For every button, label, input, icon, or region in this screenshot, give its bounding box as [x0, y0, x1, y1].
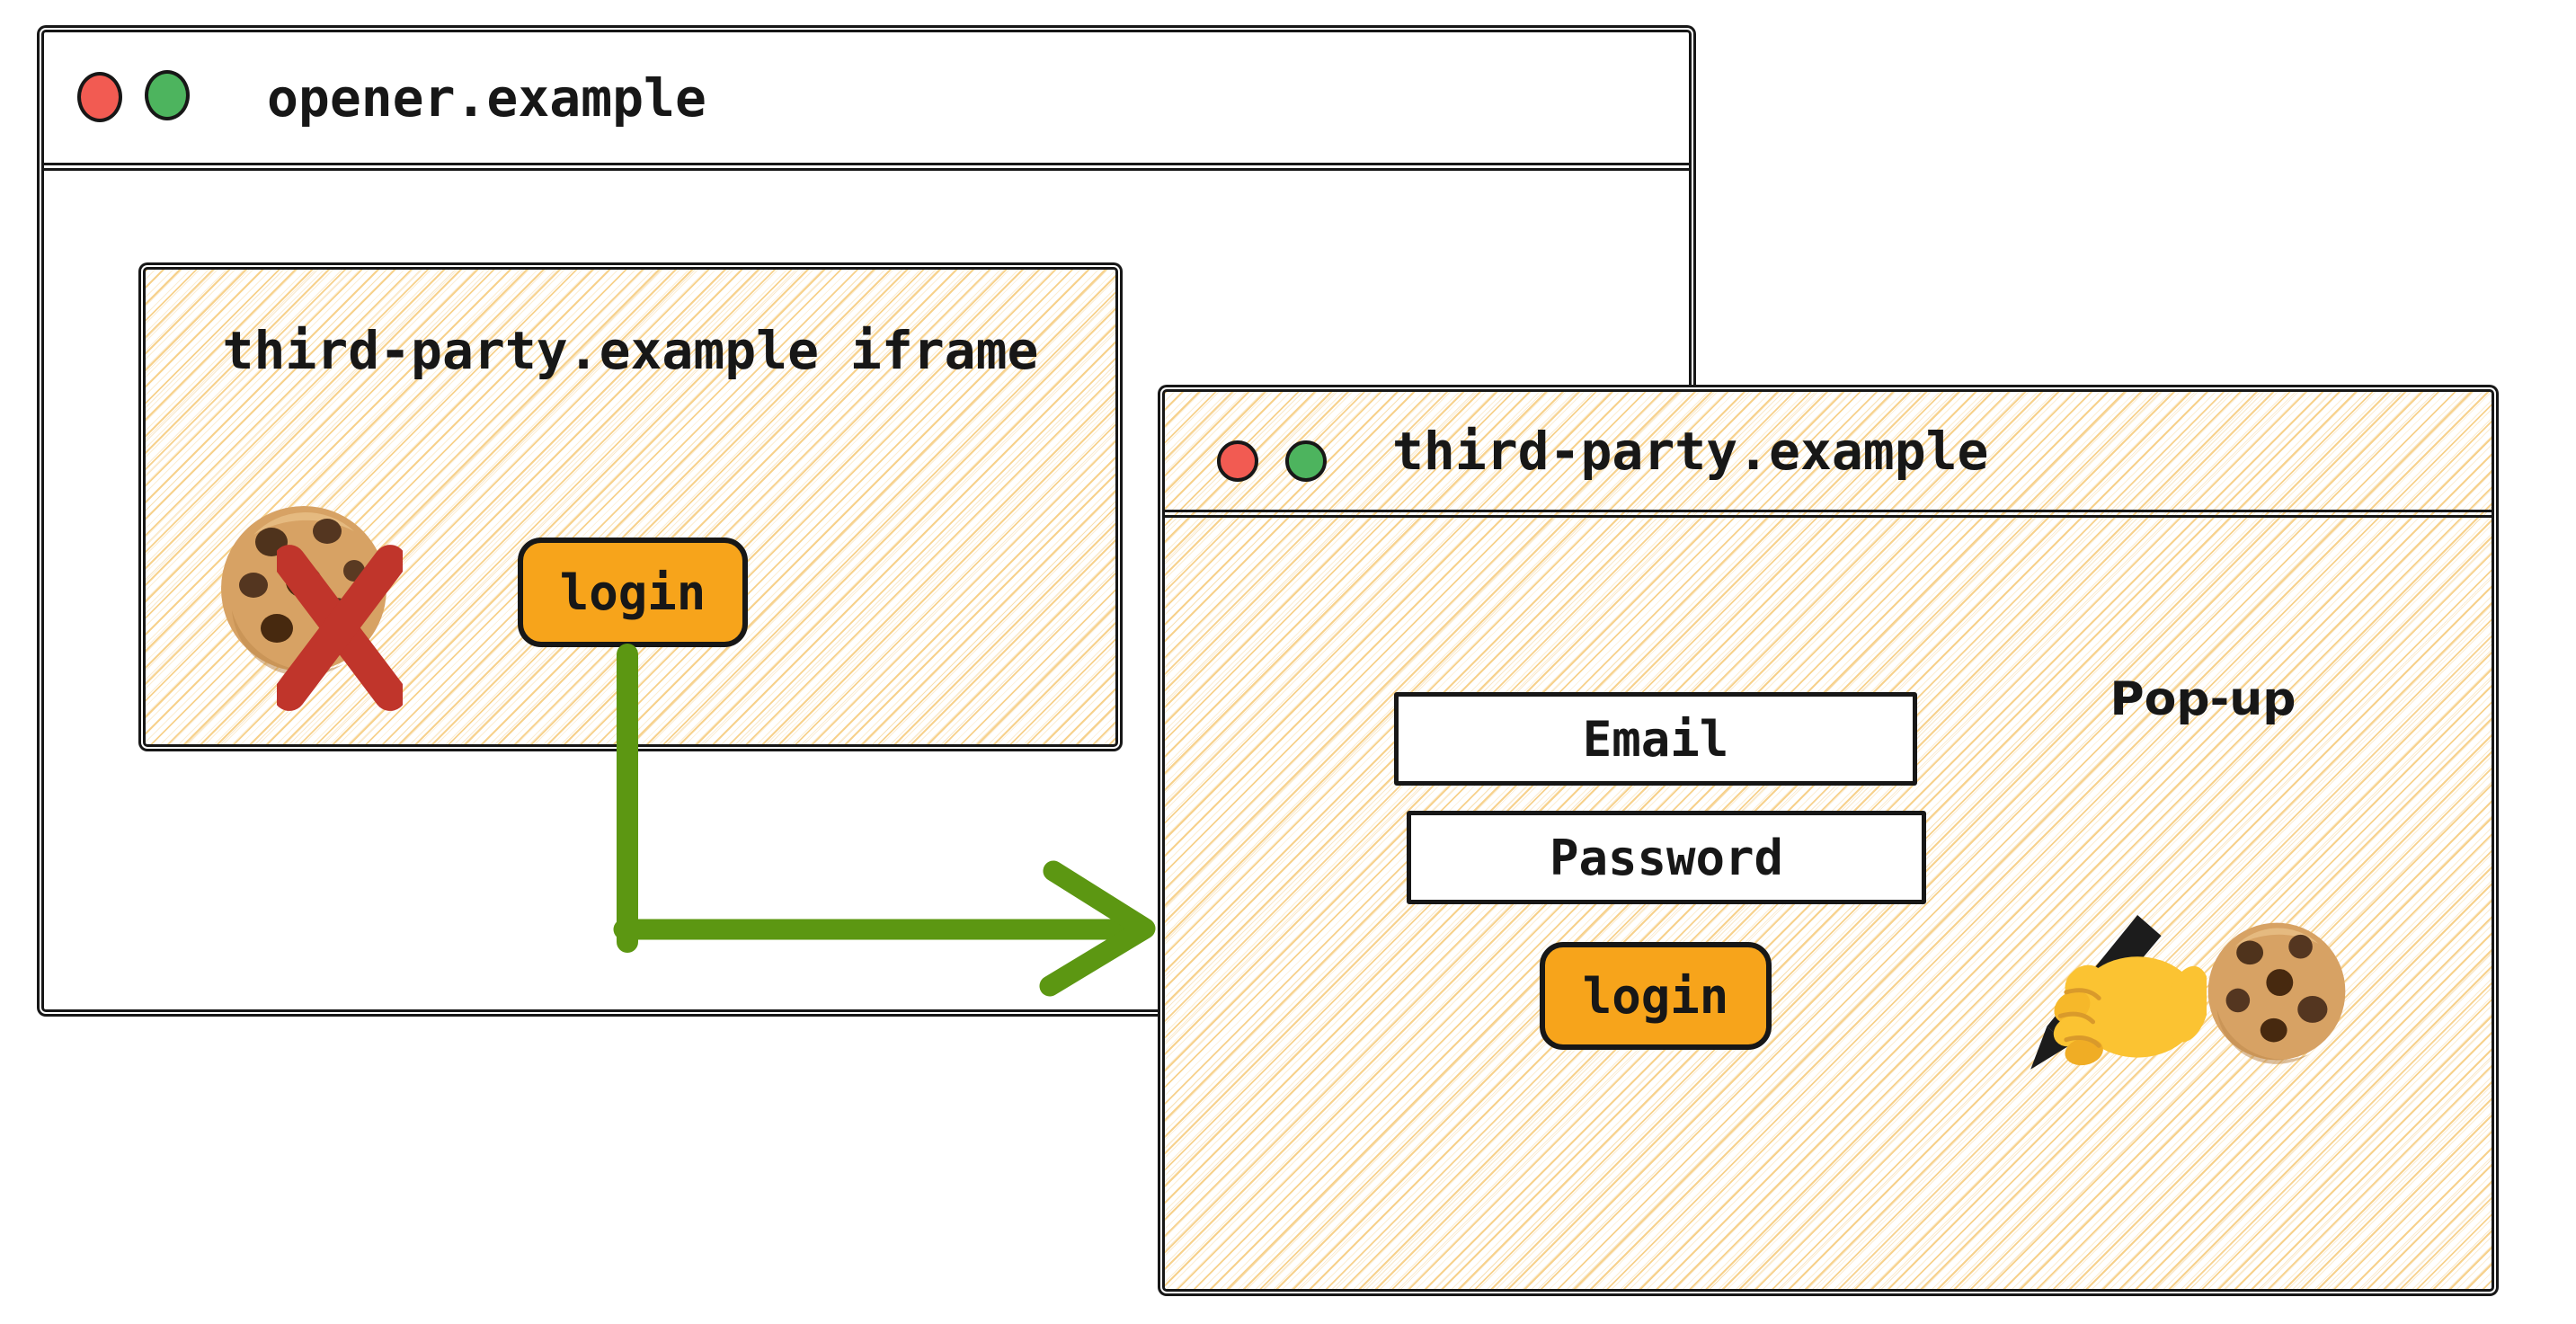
popup-window-title: third-party.example — [1392, 420, 1989, 482]
opener-window-title: opener.example — [267, 67, 706, 129]
iframe-login-button[interactable]: login — [518, 538, 748, 647]
cookie-icon — [2207, 922, 2346, 1064]
third-party-iframe: third-party.example iframe — [143, 267, 1118, 747]
email-input-label: Email — [1582, 710, 1729, 768]
traffic-light-red-icon[interactable] — [1217, 440, 1258, 482]
traffic-light-green-icon[interactable] — [1285, 440, 1327, 482]
iframe-label: third-party.example iframe — [222, 320, 1039, 381]
email-input[interactable]: Email — [1394, 692, 1917, 786]
popup-login-label: login — [1582, 967, 1729, 1025]
traffic-light-red-icon[interactable] — [77, 72, 122, 122]
writing-hand-icon — [2030, 915, 2207, 1070]
iframe-login-label: login — [559, 564, 706, 621]
blocked-cross-icon — [277, 545, 403, 711]
popup-annotation: Pop-up — [2110, 672, 2296, 726]
opener-titlebar: opener.example — [41, 32, 1692, 171]
popup-titlebar: third-party.example — [1162, 392, 2494, 518]
popup-login-button[interactable]: login — [1540, 942, 1772, 1050]
browser-window-popup: third-party.example Email Password login… — [1162, 389, 2494, 1292]
password-input[interactable]: Password — [1407, 811, 1926, 904]
password-input-label: Password — [1549, 829, 1784, 886]
traffic-light-green-icon[interactable] — [145, 70, 190, 120]
